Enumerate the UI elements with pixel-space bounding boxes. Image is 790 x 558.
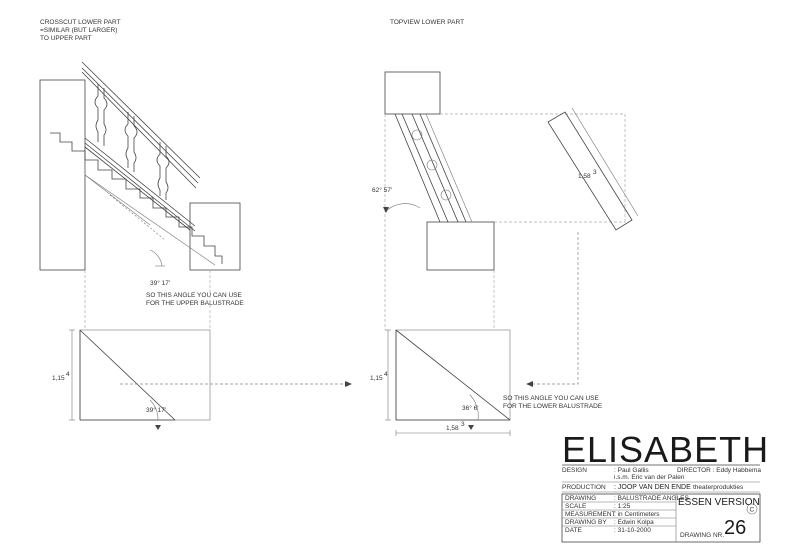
drawing-nr: 26 [724, 517, 746, 539]
left-title-line-3: TO UPPER PART [40, 35, 92, 42]
production-suffix: theaterprodukties [693, 484, 744, 491]
design-value: : Paul Gallis [614, 467, 649, 474]
revision-letter: C [750, 507, 755, 514]
row-value-drawing-by: : Edwin Kolpa [614, 519, 654, 526]
top-block [384, 71, 441, 115]
left-note-line-1: SO THIS ANGLE YOU CAN USE [146, 292, 243, 299]
left-angle-label: 39° 17' [150, 279, 170, 287]
right-title: TOPVIEW LOWER PART [390, 19, 464, 26]
left-wall-block [39, 79, 86, 271]
balusters [94, 84, 170, 200]
row-label-measurement: MEASUREMENT [565, 511, 616, 518]
right-base-label: 1,58 [446, 425, 459, 432]
left-angle-triangle [69, 329, 211, 430]
right-height-label: 1,15 [370, 375, 383, 382]
row-label-drawing-by: DRAWING BY [565, 519, 607, 526]
left-note-line-2: FOR THE UPPER BALUSTRADE [146, 300, 244, 307]
right-note-line-2: FOR THE LOWER BALUSTRADE [503, 403, 603, 410]
topview-stair-drawing [383, 71, 626, 330]
design-sub: i.s.m. Eric van der Palen [614, 474, 685, 481]
right-base-sup: 3 [461, 421, 465, 428]
crosscut-stair-drawing [39, 61, 241, 271]
row-value-measurement: : in Centimeters [614, 511, 660, 518]
version-label: ESSEN VERSION [678, 497, 760, 508]
row-label-date: DATE [565, 527, 583, 534]
row-label-drawing: DRAWING [565, 495, 596, 502]
row-value-drawing: : BALUSTRADE ANGLES [614, 495, 689, 502]
left-triangle-angle-label: 39° 17' [146, 406, 166, 414]
length-measure-box [547, 107, 639, 231]
revision-circle [746, 503, 758, 515]
right-length-label: 1,58 [578, 173, 591, 180]
bottom-block [426, 221, 495, 271]
left-title-line-2: =SIMILAR (BUT LARGER) [40, 27, 117, 34]
right-angle-label: 62° 57' [372, 186, 392, 194]
right-height-sup: 4 [384, 371, 388, 378]
production-value: : JOOP VAN DEN ENDE [614, 484, 691, 491]
row-value-scale: : 1:25 [614, 503, 631, 510]
design-label: DESIGN [562, 467, 587, 474]
left-title-line-1: CROSSCUT LOWER PART [40, 19, 121, 26]
right-wall-block [189, 202, 241, 271]
left-title: CROSSCUT LOWER PART =SIMILAR (BUT LARGER… [40, 19, 121, 42]
row-value-date: : 31-10-2000 [614, 527, 651, 534]
drawing-nr-label: DRAWING NR. [680, 532, 724, 539]
right-note-line-1: SO THIS ANGLE YOU CAN USE [503, 395, 600, 402]
right-angle-triangle [385, 329, 511, 436]
right-length-sup: 3 [593, 169, 597, 176]
project-title: ELISABETH [562, 429, 769, 470]
production-label: PRODUCTION [562, 484, 606, 491]
title-block: ELISABETH DESIGN : Paul Gallis i.s.m. Er… [561, 429, 769, 543]
right-triangle-angle-label: 36° 6' [462, 404, 479, 412]
director-label: DIRECTOR : Eddy Habbema [677, 467, 761, 474]
left-height-sup: 4 [66, 371, 70, 378]
row-label-scale: SCALE [565, 503, 587, 510]
left-height-label: 1,15 [52, 375, 65, 382]
